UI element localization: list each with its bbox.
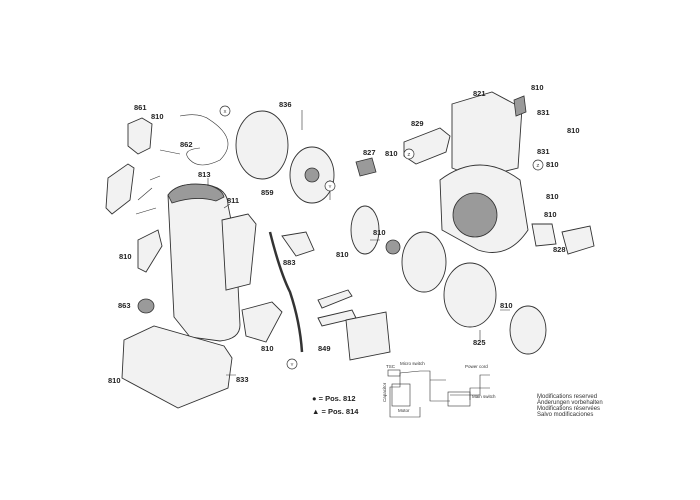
label-810: 810 <box>373 228 386 237</box>
label-810: 810 <box>108 376 121 385</box>
label-810: 810 <box>500 301 513 310</box>
marker-x: X <box>224 109 227 114</box>
label-810: 810 <box>119 252 132 261</box>
legend-triangle: ▲ = Pos. 814 <box>312 407 359 416</box>
label-833: 833 <box>236 375 249 384</box>
part-bracket <box>137 229 163 273</box>
label-859: 859 <box>261 188 274 197</box>
label-811: 811 <box>227 196 239 205</box>
part-829-switch <box>403 127 451 165</box>
label-810: 810 <box>531 83 544 92</box>
label-810: 810 <box>546 192 559 201</box>
part-828-valve <box>531 223 557 247</box>
part-862-power-cord <box>159 114 229 166</box>
wiring-diagram: TSC Micro switch Power cord Main switch … <box>382 361 496 418</box>
part-fan-cover <box>350 205 380 255</box>
part-827-cap <box>355 157 377 177</box>
label-810: 810 <box>151 112 164 121</box>
part-bearing <box>385 239 401 255</box>
label-810: 810 <box>544 210 557 219</box>
part-836-hose-reel-back <box>235 110 289 180</box>
parts <box>105 91 595 409</box>
wiring-label-tsc: TSC <box>386 364 396 369</box>
label-862: 862 <box>180 140 193 149</box>
marker-y: Y <box>329 184 332 189</box>
part-grille <box>345 311 391 361</box>
label-821: 821 <box>473 89 486 98</box>
wiring-label-micro-switch: Micro switch <box>400 361 425 366</box>
label-883: 883 <box>283 258 296 267</box>
part-cover-panel-left <box>105 163 135 215</box>
marker-z: Z <box>408 152 411 157</box>
label-827: 827 <box>363 148 376 157</box>
wiring-label-capacitor: Capacitor <box>382 382 387 402</box>
label-831: 831 <box>537 108 550 117</box>
modifications-notice: Modifications reserved Änderungen vorbeh… <box>537 394 603 418</box>
label-813: 813 <box>198 170 211 179</box>
part-883-coupling <box>281 231 315 257</box>
label-825: 825 <box>473 338 486 347</box>
part-849-hose <box>268 231 304 353</box>
label-831: 831 <box>537 147 550 156</box>
part-821-chassis <box>451 91 523 179</box>
label-828: 828 <box>553 245 566 254</box>
label-829: 829 <box>411 119 424 128</box>
part-833-base <box>121 325 233 409</box>
part-wheel-rear <box>401 231 447 293</box>
reference-markers: X Y Y Z Z <box>219 105 544 370</box>
label-810: 810 <box>546 160 559 169</box>
wiring-label-main-switch: Main switch <box>472 394 496 399</box>
label-810: 810 <box>261 344 274 353</box>
part-863-knob <box>137 298 155 314</box>
notice-line: Modifications réservées <box>537 406 600 412</box>
legend-dot: ● = Pos. 812 <box>312 394 356 403</box>
part-side-cover <box>221 213 257 291</box>
part-wheel-cap <box>509 305 547 355</box>
label-849: 849 <box>318 344 331 353</box>
wiring-label-power-cord: Power cord <box>465 364 488 369</box>
part-labels: 861 810 862 836 821 810 831 810 831 810 … <box>108 83 580 385</box>
part-861-switch-box <box>127 117 153 155</box>
label-810: 810 <box>385 149 398 158</box>
label-861: 861 <box>134 103 147 112</box>
part-reel-hub <box>304 167 320 183</box>
notice-line: Änderungen vorbehalten <box>537 399 603 406</box>
part-cover-right <box>561 225 595 255</box>
label-863: 863 <box>118 301 131 310</box>
part-motor <box>452 192 498 238</box>
marker-z: Z <box>537 163 540 168</box>
part-clips <box>135 175 161 215</box>
part-hose-holder <box>241 301 283 343</box>
label-810: 810 <box>567 126 580 135</box>
label-836: 836 <box>279 100 292 109</box>
notice-line: Salvo modificaciones <box>537 412 593 418</box>
marker-y: Y <box>291 362 294 367</box>
wiring-label-motor: Motor <box>398 408 410 413</box>
part-831-plug <box>513 95 527 117</box>
notice-line: Modifications reserved <box>537 394 597 400</box>
label-810: 810 <box>336 250 349 259</box>
part-813-top-cover <box>167 183 225 204</box>
part-825-wheel <box>443 262 497 328</box>
